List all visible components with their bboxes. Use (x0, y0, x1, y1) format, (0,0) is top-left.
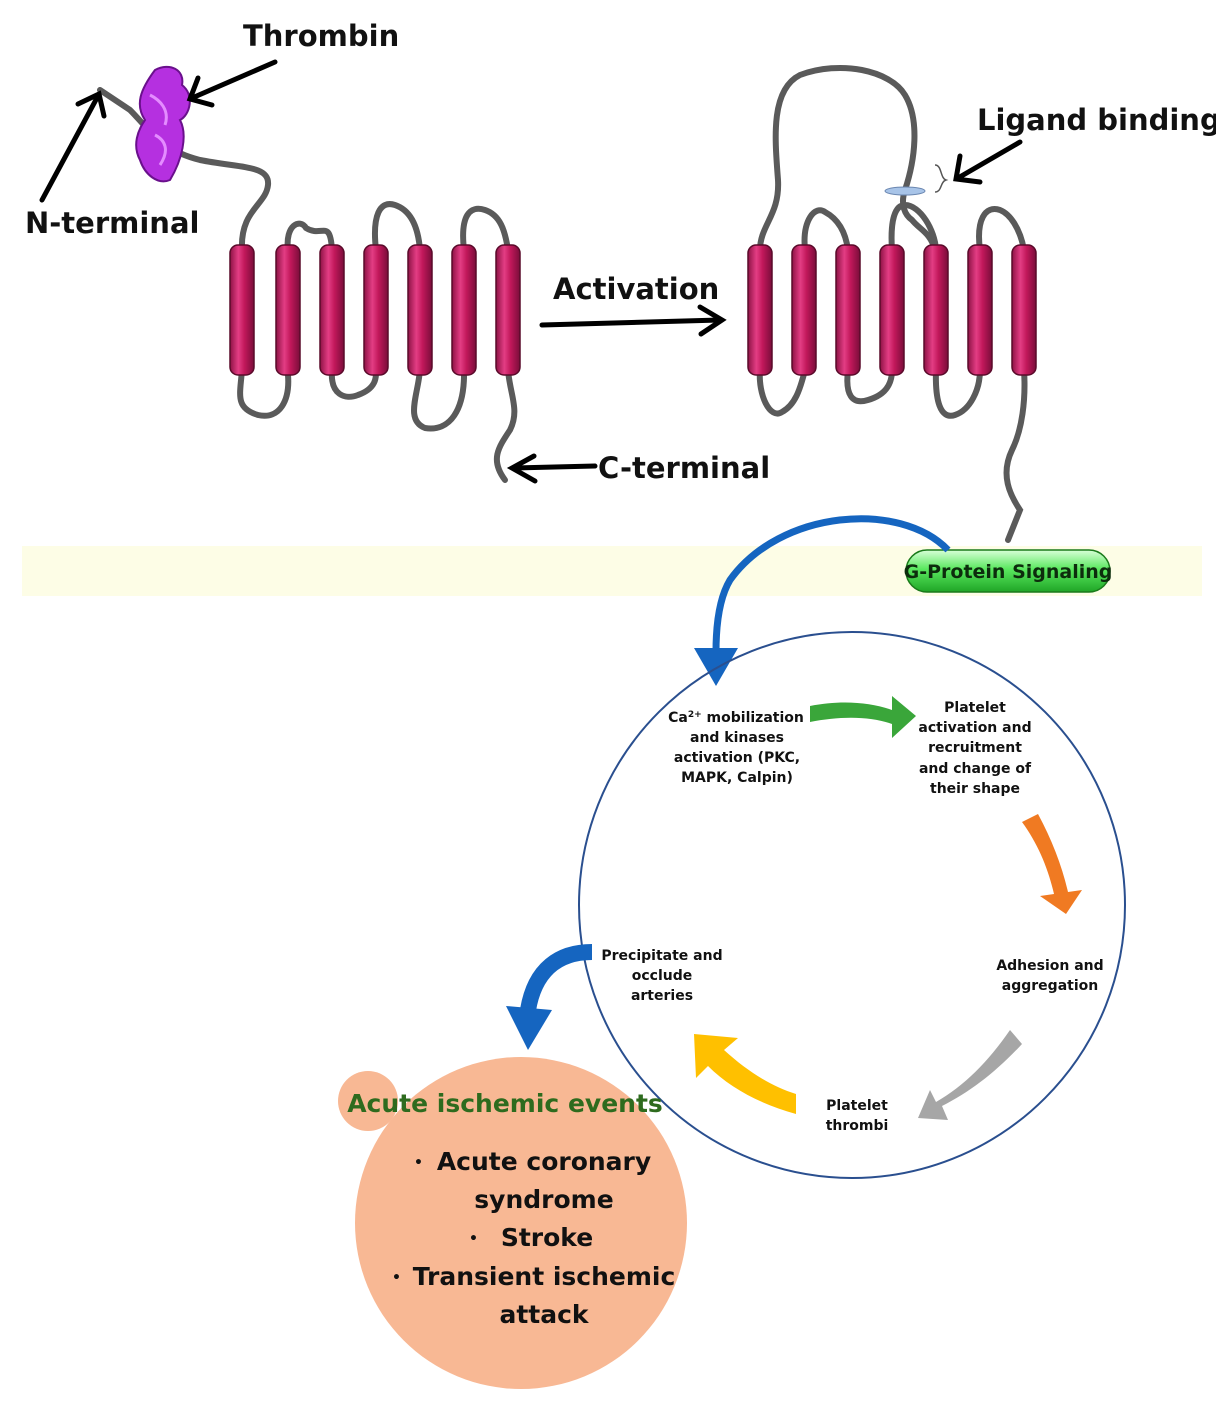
precipitate-text: Precipitate and occlude arteries (601, 948, 722, 1004)
ligand-bracket (934, 164, 949, 193)
thrombin-label: Thrombin (243, 19, 399, 53)
ligand-arrow (955, 139, 1023, 181)
c-terminal-arrow (511, 463, 598, 471)
n-terminal-label: N-terminal (25, 206, 199, 240)
inactive-receptor (97, 65, 521, 483)
receptor-loop-right (756, 64, 1028, 543)
blue-arrow-bottom (506, 944, 593, 1050)
receptor-loop-left (97, 87, 518, 483)
events-small-circle (338, 1071, 398, 1131)
pr-line1: Precipitate and (601, 948, 722, 964)
active-receptor (747, 64, 1037, 543)
label-arrows (39, 59, 1023, 484)
activation-arrow (539, 317, 723, 328)
helices-left (229, 244, 521, 376)
ca-base: Ca (668, 710, 688, 726)
ad-line2: aggregation (1002, 978, 1098, 994)
ca-rest: mobilization (702, 710, 804, 726)
ad-line1: Adhesion and (996, 958, 1103, 974)
pa-line1: Platelet (944, 700, 1006, 716)
bullet-2: • (469, 1231, 478, 1247)
event-item1-line1: Acute coronary (437, 1147, 651, 1176)
thrombin-molecule (135, 65, 191, 183)
ca-line4: MAPK, Calpin) (681, 770, 793, 786)
ca-mobilization-text: Ca2+ mobilization and kinases activation… (668, 710, 804, 786)
pa-line5: their shape (930, 781, 1020, 797)
platelet-thrombi-text: Platelet thrombi (826, 1098, 889, 1134)
platelet-activation-text: Platelet activation and recruitment and … (918, 700, 1032, 797)
c-terminal-label: C-terminal (598, 451, 770, 485)
activation-label: Activation (553, 272, 719, 306)
adhesion-text: Adhesion and aggregation (996, 958, 1103, 994)
bullet-1: • (414, 1155, 423, 1171)
pt-line2: thrombi (826, 1118, 889, 1134)
thrombin-arrow (189, 59, 278, 101)
ca-line3: activation (PKC, (674, 750, 800, 766)
ca-sup: 2+ (688, 710, 702, 720)
g-protein-signaling: G-Protein Signaling (904, 549, 1113, 593)
event-item2: Stroke (501, 1223, 593, 1252)
yellow-arrow (694, 1034, 796, 1114)
pr-line2: occlude (632, 968, 693, 984)
pr-line3: arteries (631, 988, 693, 1004)
ca-line2: and kinases (690, 730, 784, 746)
svg-text:Ca2+ mobilization: Ca2+ mobilization (668, 710, 804, 726)
pa-line4: and change of (919, 761, 1032, 777)
pa-line2: activation and (918, 720, 1031, 736)
event-item3-line2: attack (499, 1300, 589, 1329)
n-terminal-arrow (39, 93, 101, 203)
events-big-circle (355, 1057, 687, 1389)
blue-arrow-top (694, 515, 951, 686)
g-protein-label: G-Protein Signaling (904, 561, 1113, 583)
acute-events-block: Acute ischemic events • Acute coronary s… (338, 1057, 687, 1389)
bullet-3: • (392, 1270, 401, 1286)
orange-arrow (1022, 814, 1082, 914)
ligand-binding-label: Ligand binding (977, 103, 1216, 137)
event-item1-line2: syndrome (474, 1185, 613, 1214)
pa-line3: recruitment (928, 740, 1022, 756)
event-item3-line1: Transient ischemic (413, 1262, 676, 1291)
pt-line1: Platelet (826, 1098, 888, 1114)
helices-right (747, 244, 1037, 376)
platelet-cycle-circle (578, 631, 1126, 1179)
gray-arrow (918, 1030, 1022, 1120)
green-arrow (810, 696, 916, 738)
events-title: Acute ischemic events (347, 1089, 663, 1118)
ligand-site (884, 186, 926, 196)
